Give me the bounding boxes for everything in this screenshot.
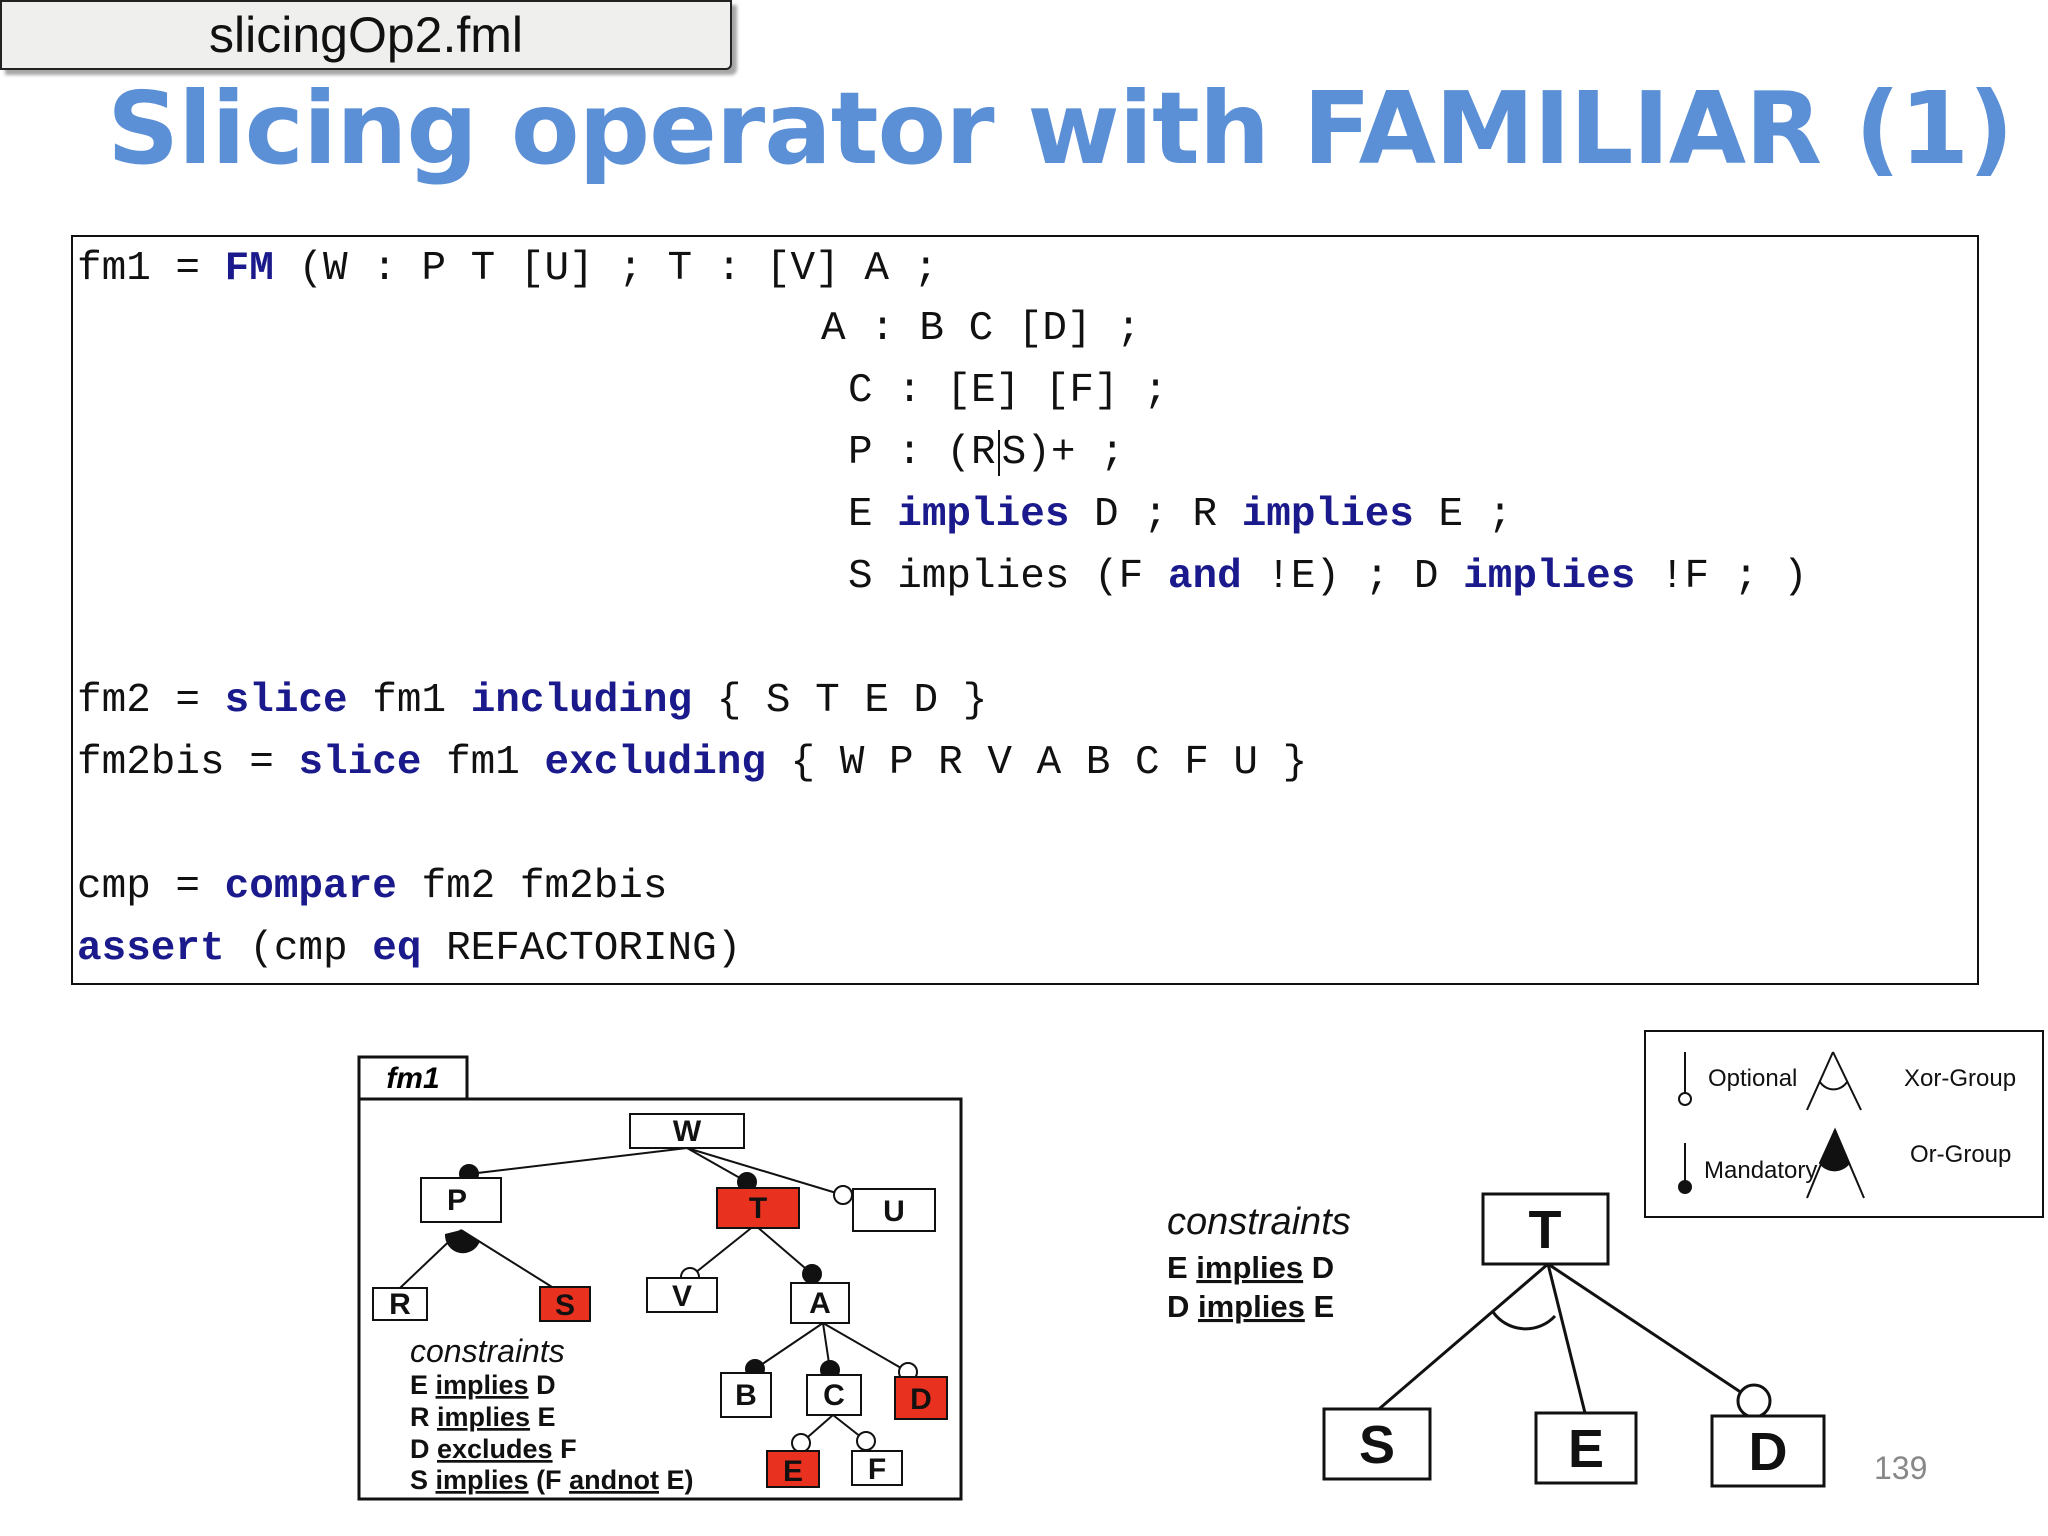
xor-arc-icon <box>1819 1081 1848 1091</box>
node-A <box>790 1282 850 1324</box>
node-F-label: F <box>868 1453 886 1486</box>
code-line-8: fm2bis = slice fm1 excluding { W P R V A… <box>77 740 1308 786</box>
fm2-diagram: constraints E implies D D implies E T S … <box>1167 1192 1826 1488</box>
fm1-markers <box>459 1164 918 1453</box>
node-F <box>851 1450 903 1486</box>
fm2-node-S <box>1322 1407 1432 1481</box>
node-D-label: D <box>910 1383 932 1416</box>
fm2-node-T <box>1481 1192 1610 1266</box>
legend-or-label: Or-Group <box>1910 1141 2011 1168</box>
fm2-optional-marker-D <box>1736 1383 1772 1419</box>
fm1-constraint-1: E implies D <box>410 1370 556 1400</box>
fm2-node-D-label: D <box>1749 1422 1788 1482</box>
fm1-constraint-3: D excludes F <box>410 1434 577 1464</box>
node-W <box>629 1113 745 1149</box>
node-S-label: S <box>555 1289 575 1322</box>
xor-group-icon <box>1806 1051 1862 1111</box>
node-B <box>720 1372 772 1418</box>
node-R-label: R <box>389 1288 411 1321</box>
fm2-constraints-title: constraints <box>1167 1201 1351 1243</box>
legend-mandatory-label: Mandatory <box>1704 1157 1817 1184</box>
fm2-node-E <box>1534 1411 1638 1485</box>
node-P-label: P <box>447 1184 467 1217</box>
node-D <box>894 1376 948 1420</box>
code-line-5: E implies D ; R implies E ; <box>848 492 1513 538</box>
node-B-label: B <box>735 1379 757 1412</box>
node-C <box>806 1374 862 1416</box>
node-W-label: W <box>673 1115 702 1148</box>
code-line-7: fm2 = slice fm1 including { S T E D } <box>77 678 988 724</box>
fm2-node-T-label: T <box>1529 1200 1562 1260</box>
code-line-3: C : [E] [F] ; <box>848 368 1168 414</box>
node-V <box>646 1277 718 1313</box>
optional-circle-icon <box>1678 1092 1692 1106</box>
xor-group-arc <box>1491 1311 1557 1331</box>
code-block: fm1 = FM (W : P T [U] ; T : [V] A ; A : … <box>71 235 1979 985</box>
node-P <box>420 1177 502 1223</box>
page-number: 139 <box>1874 1450 1928 1486</box>
legend: Optional Mandatory Xor-Group Or-Group <box>1644 1030 2044 1218</box>
code-line-6: S implies (F and !E) ; D implies !F ; ) <box>848 554 1808 600</box>
slide-title: Slicing operator with FAMILIAR (1) <box>107 70 2014 187</box>
node-E <box>766 1450 820 1488</box>
or-group-marker <box>444 1230 480 1254</box>
fm1-tab-label: fm1 <box>386 1062 439 1095</box>
node-V-label: V <box>672 1280 692 1313</box>
code-line-2: A : B C [D] ; <box>821 306 1141 352</box>
fm1-diagram: fm1 W P T U <box>357 1055 963 1501</box>
code-line-10: assert (cmp eq REFACTORING) <box>77 926 742 972</box>
fm2-node-E-label: E <box>1568 1419 1604 1479</box>
legend-frame <box>1644 1030 2044 1218</box>
fm2-node-S-label: S <box>1359 1415 1395 1475</box>
legend-xor-label: Xor-Group <box>1904 1065 2016 1092</box>
code-line-9: cmp = compare fm2 fm2bis <box>77 864 668 910</box>
node-A-label: A <box>809 1287 831 1320</box>
node-U-label: U <box>883 1195 905 1228</box>
mandatory-dot-icon <box>1678 1180 1692 1194</box>
node-T-label: T <box>749 1192 767 1225</box>
node-C-label: C <box>823 1379 845 1412</box>
node-T <box>716 1187 800 1229</box>
node-R <box>372 1287 428 1321</box>
fm2-node-D <box>1710 1414 1826 1488</box>
fm1-constraints-title: constraints <box>410 1333 565 1369</box>
fm2-constraint-1: E implies D <box>1167 1250 1334 1285</box>
file-tag: slicingOp2.fml <box>0 0 732 70</box>
fm2-edges <box>1378 1262 1755 1414</box>
fm2-constraint-2: D implies E <box>1167 1289 1334 1324</box>
fm1-constraint-2: R implies E <box>410 1402 556 1432</box>
node-S <box>539 1286 591 1322</box>
node-U <box>852 1188 936 1232</box>
node-E-label: E <box>783 1455 803 1488</box>
legend-optional-label: Optional <box>1708 1065 1797 1092</box>
or-fill-icon <box>1818 1127 1851 1172</box>
fm1-constraint-4: S implies (F andnot E) <box>410 1465 694 1495</box>
code-line-1: fm1 = FM (W : P T [U] ; T : [V] A ; <box>77 246 939 292</box>
